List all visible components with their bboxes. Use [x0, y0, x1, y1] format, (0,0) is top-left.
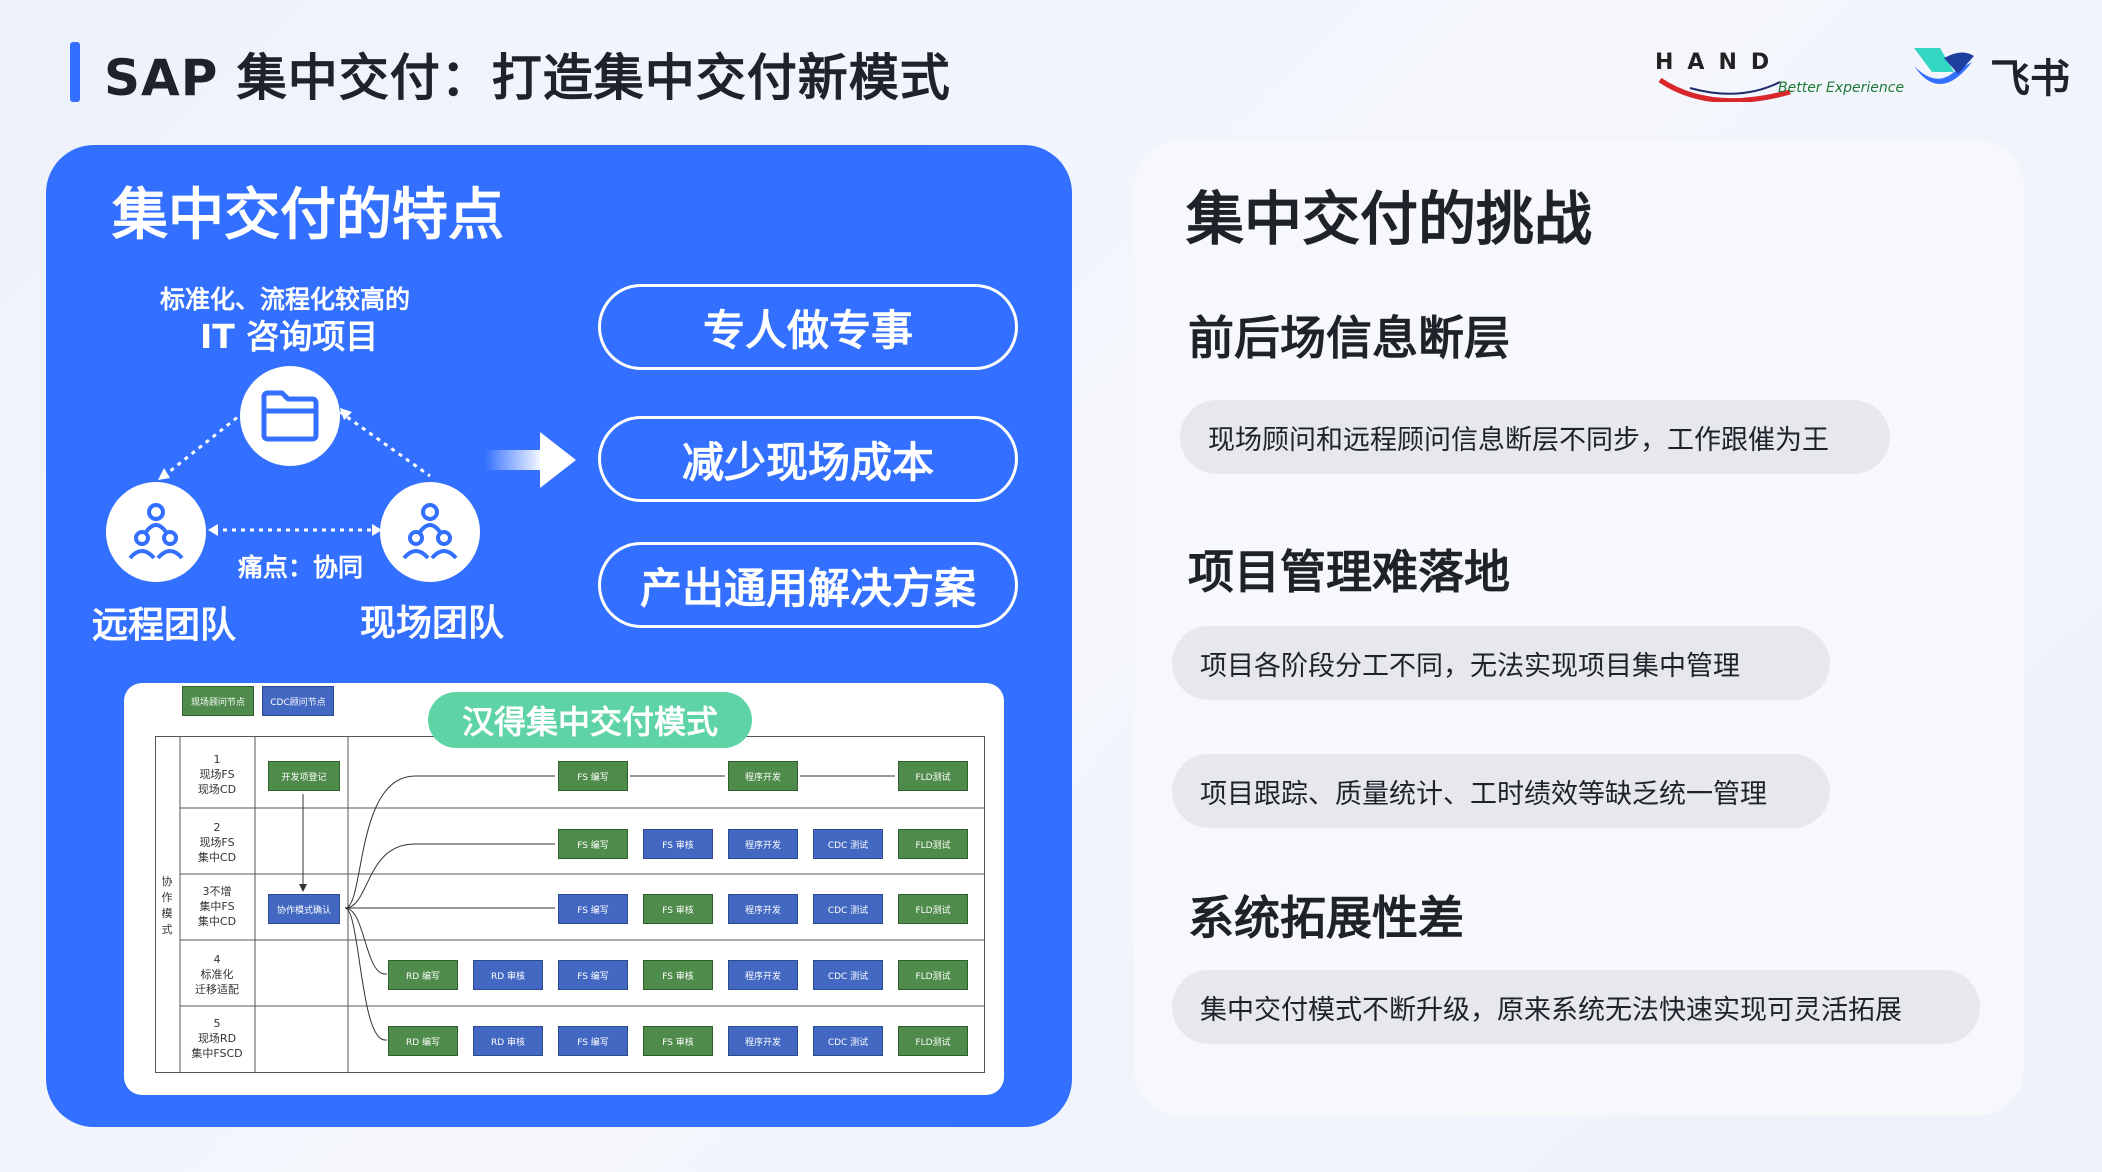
challenge-item: 集中交付模式不断升级，原来系统无法快速实现可灵活拓展: [1172, 970, 1980, 1044]
flow-step: FLD测试: [898, 1026, 968, 1056]
hand-logo-text: HAND: [1655, 50, 1784, 75]
flow-step: FLD测试: [898, 829, 968, 859]
flow-step: FLD测试: [898, 761, 968, 791]
flow-step: FS 编写: [558, 761, 628, 791]
flow-step: FS 审核: [643, 1026, 713, 1056]
challenges-title: 集中交付的挑战: [1186, 185, 1593, 253]
team-connection-lines: [158, 408, 431, 536]
arrow-right-icon: [484, 432, 576, 488]
challenge-heading-info-gap: 前后场信息断层: [1188, 311, 1510, 365]
challenge-item: 项目各阶段分工不同，无法实现项目集中管理: [1172, 626, 1830, 700]
legend-cdc-node: CDC顾问节点: [262, 686, 334, 716]
feishu-logo-text: 飞书: [1990, 56, 2070, 102]
feature-pill-solution: 产出通用解决方案: [598, 542, 1018, 628]
onsite-team-icon-circle: [380, 482, 480, 582]
flow-step: FLD测试: [898, 960, 968, 990]
flow-step: 程序开发: [728, 960, 798, 990]
challenge-item: 现场顾问和远程顾问信息断层不同步，工作跟催为王: [1180, 400, 1890, 474]
flow-step: RD 编写: [388, 960, 458, 990]
features-title: 集中交付的特点: [112, 183, 504, 248]
flow-row-label: 4 标准化 迁移适配: [195, 953, 239, 996]
flow-step: FS 审核: [643, 894, 713, 924]
flow-step: FS 编写: [558, 894, 628, 924]
flow-step: FS 编写: [558, 1026, 628, 1056]
flow-step: RD 编写: [388, 1026, 458, 1056]
feature-pill-dedicated: 专人做专事: [598, 284, 1018, 370]
flow-step: CDC 测试: [813, 829, 883, 859]
team-icon: [128, 503, 184, 560]
flow-step-confirm: 协作模式确认: [268, 894, 340, 924]
flow-step: RD 审核: [473, 960, 543, 990]
hand-tagline: Better Experience: [1778, 80, 1905, 96]
flow-step: FS 编写: [558, 829, 628, 859]
challenge-heading-extensibility: 系统拓展性差: [1188, 891, 1464, 945]
flow-step: 程序开发: [728, 894, 798, 924]
flow-step: FLD测试: [898, 894, 968, 924]
feishu-logo-icon: [1914, 48, 1974, 85]
feature-pill-reduce-cost: 减少现场成本: [598, 416, 1018, 502]
folder-icon: [261, 390, 319, 442]
flow-step: 程序开发: [728, 1026, 798, 1056]
page-title: SAP 集中交付：打造集中交付新模式: [104, 49, 951, 107]
team-icon: [402, 503, 458, 560]
flow-step: FS 审核: [643, 829, 713, 859]
challenge-heading-project-mgmt: 项目管理难落地: [1188, 545, 1510, 599]
flow-row-label: 3不增 集中FS 集中CD: [197, 885, 237, 928]
challenge-item: 项目跟踪、质量统计、工时绩效等缺乏统一管理: [1172, 754, 1830, 828]
flow-step: CDC 测试: [813, 960, 883, 990]
remote-team-icon-circle: [106, 482, 206, 582]
flow-step: 程序开发: [728, 829, 798, 859]
remote-team-label: 远程团队: [92, 605, 237, 646]
flow-step-start: 开发项登记: [268, 761, 340, 791]
pain-point-label: 痛点：协同: [238, 553, 364, 582]
legend-onsite-node: 现场顾问节点: [182, 686, 254, 716]
flow-row-label: 5 现场RD 集中FSCD: [191, 1017, 243, 1060]
it-project-subtitle: 标准化、流程化较高的: [160, 285, 411, 314]
flow-grid-lines: [155, 736, 985, 1073]
collab-mode-label: 协作模式: [161, 875, 173, 936]
flow-step: RD 审核: [473, 1026, 543, 1056]
flow-row-label: 1 现场FS 现场CD: [197, 753, 237, 796]
hand-logo-swoosh: [1658, 77, 1791, 102]
onsite-team-label: 现场团队: [360, 603, 505, 644]
diagram-title-badge: 汉得集中交付模式: [428, 692, 752, 748]
flow-step: CDC 测试: [813, 1026, 883, 1056]
flow-step: 程序开发: [728, 761, 798, 791]
folder-icon-circle: [240, 366, 340, 466]
it-project-title: IT 咨询项目: [200, 317, 379, 356]
flow-step: FS 编写: [558, 960, 628, 990]
flow-row-label: 2 现场FS 集中CD: [197, 821, 237, 864]
title-accent-bar: [70, 42, 80, 102]
flow-step: FS 审核: [643, 960, 713, 990]
flow-step: CDC 测试: [813, 894, 883, 924]
